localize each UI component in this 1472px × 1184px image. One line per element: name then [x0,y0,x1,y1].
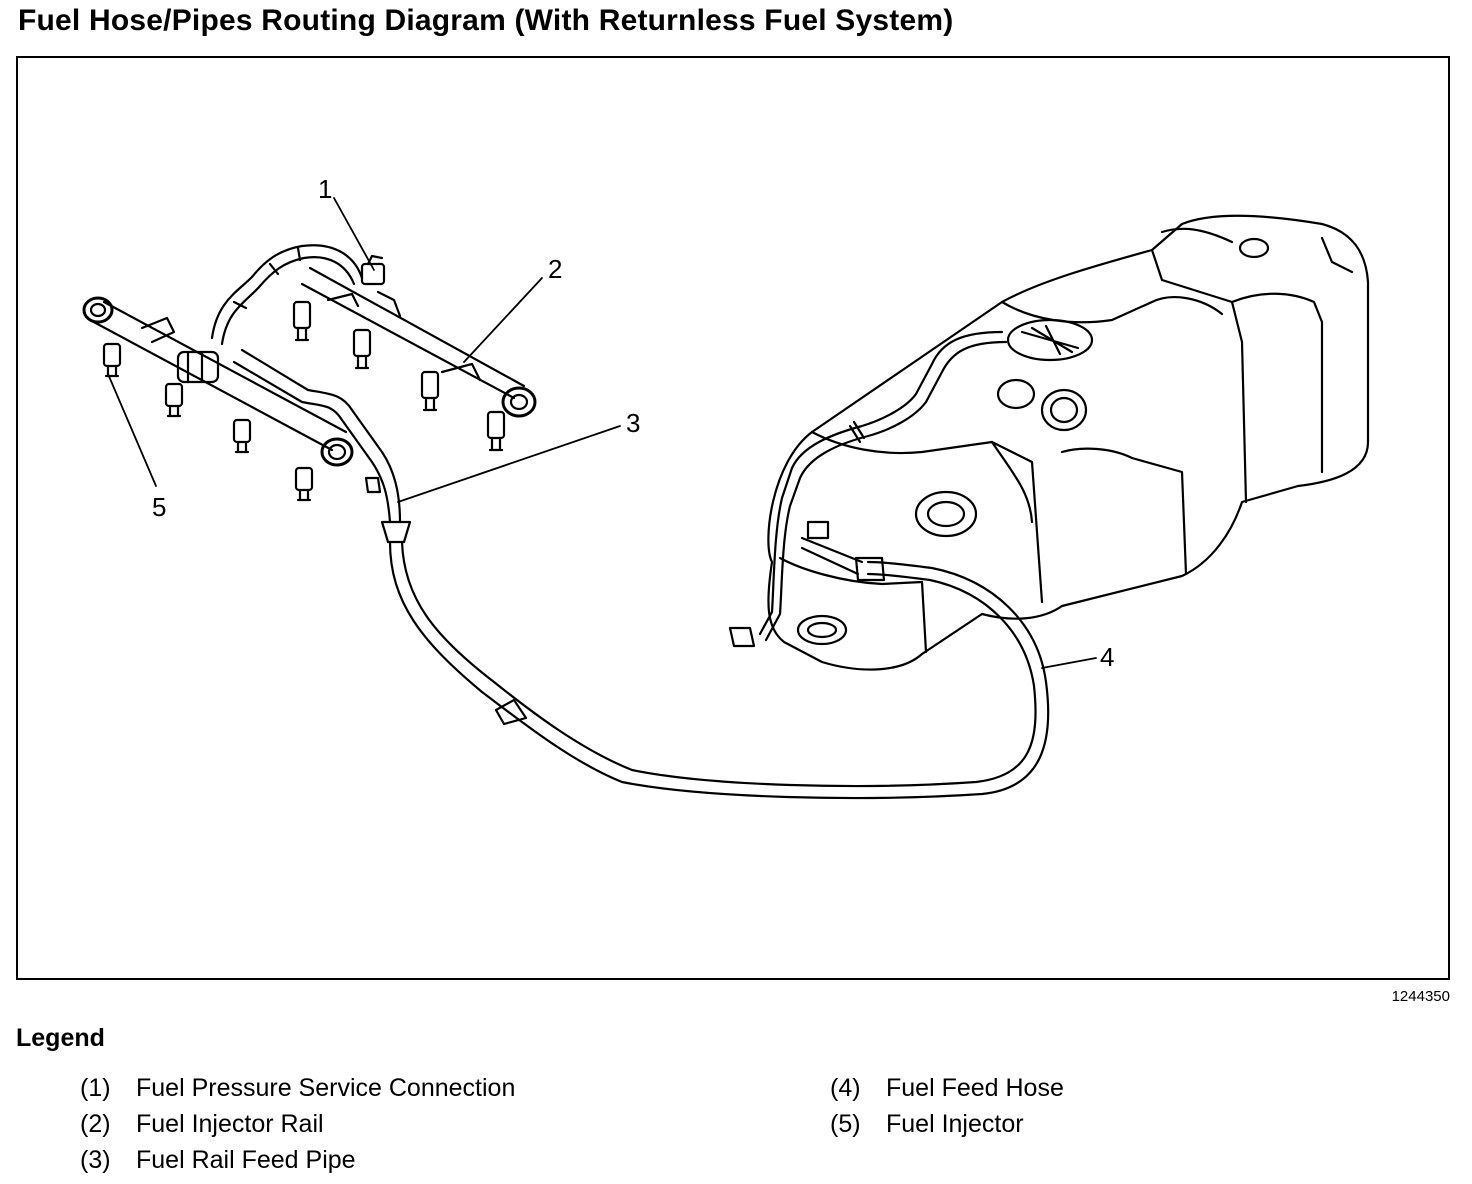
callout-3: 3 [626,408,640,438]
legend-item-number: (4) [830,1074,861,1102]
diagram-frame: 1 2 3 4 5 [16,56,1450,980]
fuel-tank [728,214,1370,671]
callout-5: 5 [152,492,166,522]
legend-item: (2) Fuel Injector Rail [80,1110,324,1139]
legend-item-number: (5) [830,1110,861,1138]
fuel-rail-feed-pipe [232,348,412,544]
fuel-injector-rail [82,244,537,467]
legend-heading: Legend [16,1024,105,1052]
diagram-title: Fuel Hose/Pipes Routing Diagram (With Re… [18,4,954,37]
legend-item-label: Fuel Pressure Service Connection [136,1074,516,1102]
callout-leaders [107,197,1097,669]
leader-5 [107,373,157,487]
legend-item-number: (3) [80,1146,111,1174]
fuel-routing-drawing: 1 2 3 4 5 [82,174,1370,800]
legend-item: (1) Fuel Pressure Service Connection [80,1074,515,1103]
legend-item-label: Fuel Feed Hose [886,1074,1064,1102]
figure-id: 1244350 [1391,988,1450,1005]
legend-item-number: (1) [80,1074,111,1102]
legend-item: (3) Fuel Rail Feed Pipe [80,1146,356,1175]
legend-item-label: Fuel Injector [886,1110,1024,1138]
callout-2: 2 [548,254,562,284]
callout-1: 1 [318,174,332,204]
callout-4: 4 [1100,642,1114,672]
leader-4 [1041,657,1097,669]
legend-item-label: Fuel Injector Rail [136,1110,324,1138]
leader-1 [333,197,375,271]
legend-item: (4) Fuel Feed Hose [830,1074,1064,1103]
leader-2 [463,277,543,363]
legend-item-number: (2) [80,1110,111,1138]
fuel-feed-hose [388,540,1050,800]
legend-item-label: Fuel Rail Feed Pipe [136,1146,356,1174]
legend-item: (5) Fuel Injector [830,1110,1024,1139]
fuel-injectors [102,300,506,502]
leader-3 [397,425,621,503]
